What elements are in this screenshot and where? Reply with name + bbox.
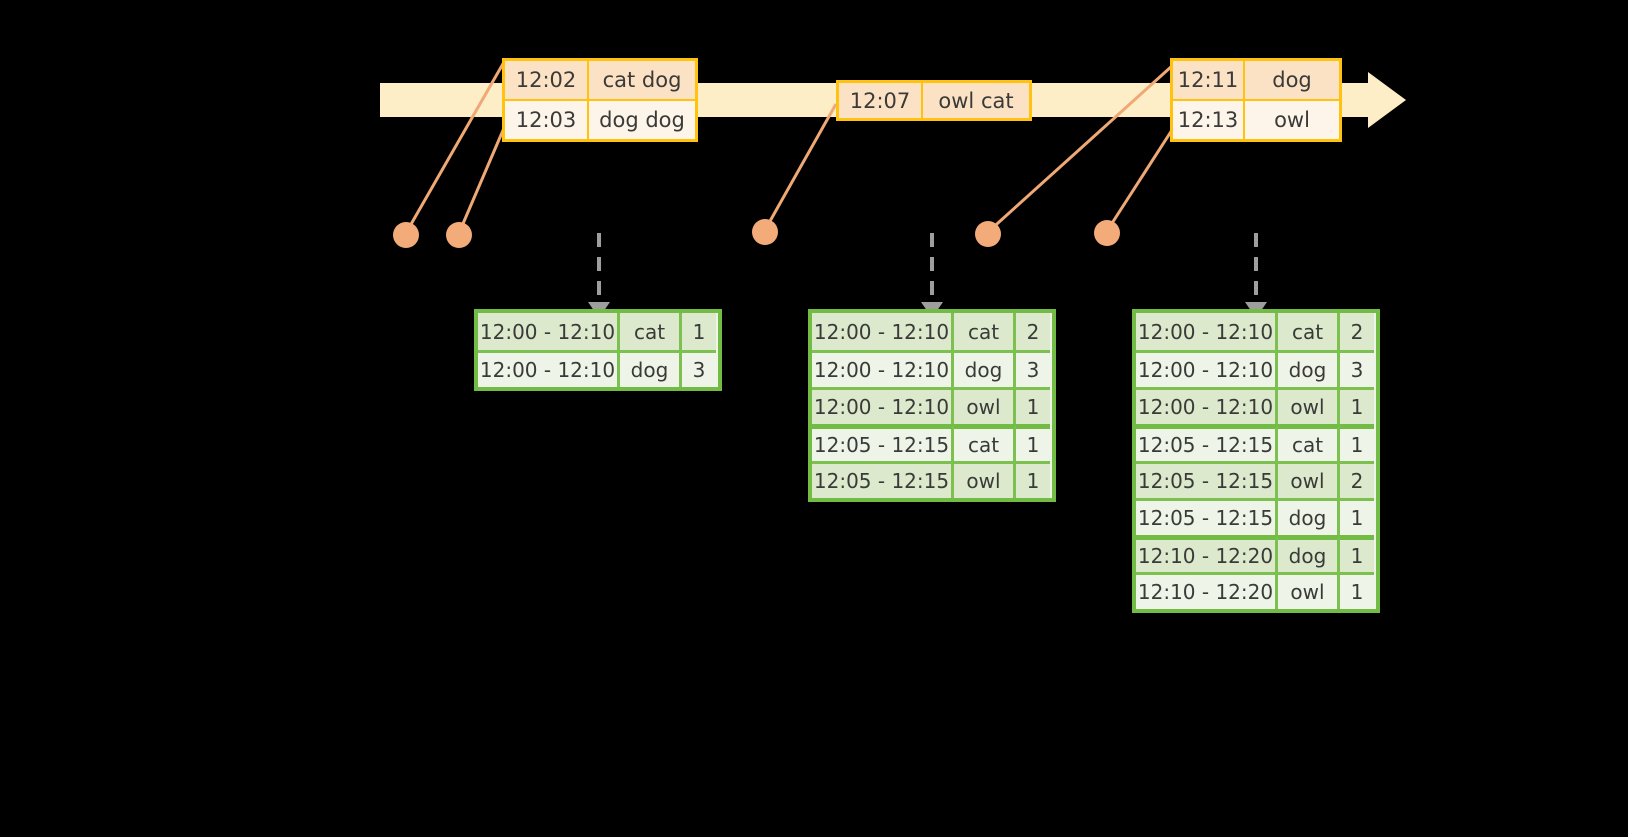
word-key: owl <box>1278 572 1340 609</box>
word-count: 2 <box>1340 313 1374 350</box>
word-count: 1 <box>1340 424 1374 461</box>
arrow-stem <box>1254 233 1258 305</box>
window-range: 12:05 - 12:15 <box>1136 498 1278 535</box>
connector-dot <box>446 222 472 248</box>
word-key: owl <box>1278 461 1340 498</box>
word-count: 1 <box>1340 498 1374 535</box>
emit-arrow-1 <box>588 233 610 318</box>
word-key: owl <box>1278 387 1340 424</box>
event-timestamp: 12:11 <box>1173 61 1245 99</box>
event-timestamp: 12:02 <box>505 61 589 99</box>
event-timestamp: 12:13 <box>1173 101 1245 139</box>
window-range: 12:00 - 12:10 <box>478 313 620 350</box>
word-key: dog <box>1278 498 1340 535</box>
event-words: owl cat <box>923 83 1029 118</box>
event-words: dog dog <box>589 101 695 139</box>
window-range: 12:00 - 12:10 <box>478 350 620 387</box>
word-key: cat <box>954 424 1016 461</box>
event-words: cat dog <box>589 61 695 99</box>
window-range: 12:10 - 12:20 <box>1136 572 1278 609</box>
event-timestamp: 12:07 <box>839 83 923 118</box>
event-words: dog <box>1245 61 1339 99</box>
window-range: 12:05 - 12:15 <box>812 461 954 498</box>
connector-dot <box>975 221 1001 247</box>
word-key: cat <box>1278 313 1340 350</box>
window-range: 12:05 - 12:15 <box>1136 461 1278 498</box>
word-key: dog <box>1278 535 1340 572</box>
word-count: 1 <box>1016 461 1050 498</box>
word-count: 1 <box>1340 535 1374 572</box>
window-range: 12:05 - 12:15 <box>812 424 954 461</box>
word-key: dog <box>954 350 1016 387</box>
word-count: 1 <box>1016 424 1050 461</box>
window-range: 12:00 - 12:10 <box>812 313 954 350</box>
event-timestamp: 12:03 <box>505 101 589 139</box>
word-key: cat <box>954 313 1016 350</box>
word-count: 3 <box>682 350 716 387</box>
window-range: 12:00 - 12:10 <box>1136 387 1278 424</box>
timeline-arrowhead-icon <box>1368 72 1406 128</box>
word-key: dog <box>1278 350 1340 387</box>
emit-arrow-2 <box>921 233 943 318</box>
emit-arrow-3 <box>1245 233 1267 318</box>
arrow-stem <box>930 233 934 305</box>
window-range: 12:00 - 12:10 <box>812 350 954 387</box>
word-count: 1 <box>1340 572 1374 609</box>
word-count: 1 <box>1016 387 1050 424</box>
word-key: owl <box>954 461 1016 498</box>
event-words: owl <box>1245 101 1339 139</box>
word-count: 1 <box>1340 387 1374 424</box>
word-key: cat <box>1278 424 1340 461</box>
word-count: 3 <box>1016 350 1050 387</box>
connector-dot <box>1094 220 1120 246</box>
word-count: 2 <box>1340 461 1374 498</box>
word-count: 1 <box>682 313 716 350</box>
window-range: 12:00 - 12:10 <box>1136 313 1278 350</box>
window-range: 12:10 - 12:20 <box>1136 535 1278 572</box>
window-range: 12:05 - 12:15 <box>1136 424 1278 461</box>
arrow-stem <box>597 233 601 305</box>
window-range: 12:00 - 12:10 <box>812 387 954 424</box>
word-count: 2 <box>1016 313 1050 350</box>
window-range: 12:00 - 12:10 <box>1136 350 1278 387</box>
connector-dot <box>752 219 778 245</box>
word-key: owl <box>954 387 1016 424</box>
word-count: 3 <box>1340 350 1374 387</box>
word-key: cat <box>620 313 682 350</box>
connector-dot <box>393 222 419 248</box>
word-key: dog <box>620 350 682 387</box>
